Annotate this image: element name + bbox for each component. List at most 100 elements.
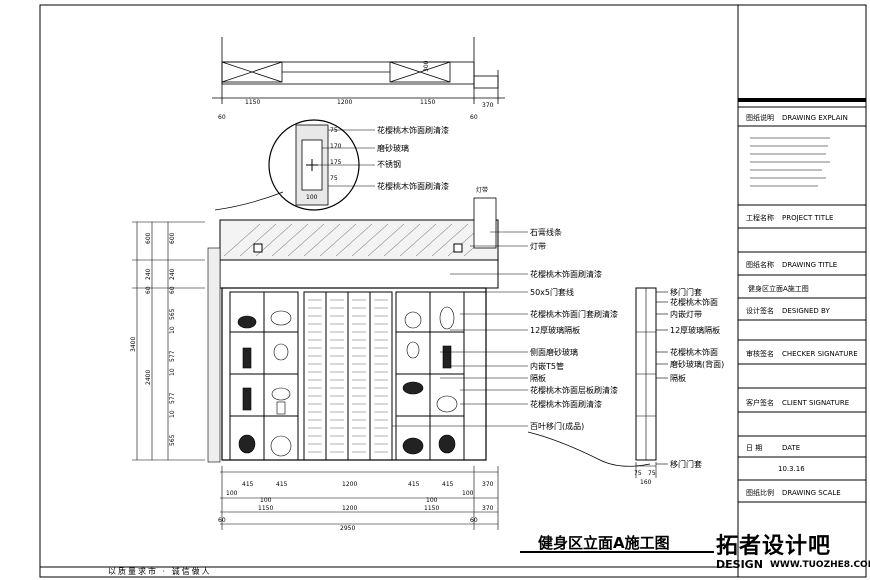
callout-label: 12厚玻璃隔板 [530,325,580,335]
detail-label: 磨砂玻璃 [377,143,409,153]
callout-label: 50x5门套线 [530,287,574,297]
detail-dim: 170 [330,143,342,150]
tb-checker-label: 审核签名 [746,349,774,358]
tb-explain-en: DRAWING EXPLAIN [782,114,848,122]
dim-label: 100 [226,490,238,497]
tb-drawing-title-value: 健身区立面A施工图 [748,284,809,293]
section-callout-label: 花樱桃木饰面 [670,347,718,357]
dim-label: 565 [169,434,176,446]
callout-label: 花樱桃木饰面门套刷清漆 [530,309,618,319]
detail-label: 花樱桃木饰面刷清漆 [377,125,449,135]
louver-slats [308,299,388,453]
outer-frame [39,4,867,578]
logo-main: 拓者设计吧 [716,534,832,559]
tb-designed-en: DESIGNED BY [782,307,830,315]
tb-project-en: PROJECT TITLE [782,214,833,222]
dim-label: 415 [276,481,288,488]
dim-label: 300 [423,60,430,72]
dim-label: 10 [169,410,176,418]
elevation-callouts: 石膏线条 灯带 花樱桃木饰面刷清漆 50x5门套线 花樱桃木饰面门套刷清漆 12… [476,186,618,431]
dim-label: 1150 [258,505,273,512]
dim-label: 600 [169,232,176,244]
section-leaders [656,291,668,465]
dim-label: 2400 [145,370,152,385]
dim-label: 577 [169,350,176,362]
drawing-title: 健身区立面A施工图 [538,534,670,552]
section-callout-label: 移门门套 [670,459,702,469]
main-elevation [207,197,499,463]
section-callout-label: 花樱桃木饰面 [670,297,718,307]
detail-label: 花樱桃木饰面刷清漆 [377,181,449,191]
tb-explain-text [750,137,830,187]
dim-label: 240 [145,268,152,280]
dim-label: 60 [470,517,478,524]
dim-label: 60 [218,114,226,121]
logo-sub2: WWW.TUOZHE8.COM [770,560,870,570]
title-block: 图纸说明 DRAWING EXPLAIN 工程名称 PROJECT TITLE … [738,98,866,503]
tb-explain-label: 图纸说明 [746,113,774,122]
section-callout-label: 隔板 [670,373,686,383]
section-callout-label: 内嵌灯带 [670,309,702,319]
callout-label: 花樱桃木饰面层板刷清漆 [530,385,618,395]
tb-designed-label: 设计签名 [746,306,774,315]
dim-label: 577 [169,392,176,404]
plan-view [212,37,505,104]
detail-label: 不锈钢 [377,159,401,169]
dim-label: 415 [242,481,254,488]
section-dim: 75 [648,470,656,477]
tb-drawing-title-en: DRAWING TITLE [782,261,837,269]
detail-labels: 花樱桃木饰面刷清漆 磨砂玻璃 不锈钢 花樱桃木饰面刷清漆 75 170 175 … [306,125,449,201]
callout-label: 灯带 [530,241,546,251]
tb-date-label: 日 期 [746,444,762,452]
dim-label: 60 [169,286,176,294]
dim-label: 415 [408,481,420,488]
dim-label: 370 [482,505,494,512]
tb-client-en: CLIENT SIGNATURE [782,399,849,407]
dim-label: 3400 [130,337,137,352]
detail-dim: 75 [330,175,338,182]
detail-dim: 100 [306,194,318,201]
plan-dims: 1150 1200 1150 370 60 60 300 [218,60,494,121]
elevation-left-dims: 600 600 240 240 60 60 10 10 10 565 577 5… [130,232,176,446]
section-callouts: 移门门套 花樱桃木饰面 内嵌灯带 12厚玻璃隔板 花樱桃木饰面 磨砂玻璃(背面)… [634,287,724,486]
elevation-dim-lines [132,221,499,530]
tb-date-value: 10.3.16 [778,465,805,473]
logo-sub1: DESIGN [716,558,763,571]
dim-label: 10 [169,326,176,334]
callout-label: 百叶移门(成品) [530,421,584,431]
tb-scale-en: DRAWING SCALE [782,489,841,497]
callout-label: 花樱桃木饰面刷清漆 [530,399,602,409]
callout-label: 内嵌T5管 [530,361,564,371]
dim-label: 60 [145,286,152,294]
dim-label: 1150 [245,99,260,106]
dim-label: 370 [482,481,494,488]
section-callout-label: 12厚玻璃隔板 [670,325,720,335]
dim-label: 2950 [340,525,355,532]
section-view [635,287,657,478]
dim-label: 415 [442,481,454,488]
tb-date-en: DATE [782,444,800,452]
tb-checker-en: CHECKER SIGNATURE [782,350,858,358]
section-callout-label: 磨砂玻璃(背面) [670,359,724,369]
elevation-bottom-dims: 415 415 1200 415 415 370 100 100 100 100… [218,481,494,532]
dim-label: 1150 [424,505,439,512]
tb-project-label: 工程名称 [746,213,774,222]
detail-circle [214,119,375,211]
tb-drawing-title-label: 图纸名称 [746,260,774,269]
callout-label: 石膏线条 [530,227,562,237]
dim-label: 600 [145,232,152,244]
tb-client-label: 客户签名 [746,398,774,407]
section-callout-label: 移门门套 [670,287,702,297]
dim-label: 1200 [342,505,357,512]
callout-label: 隔板 [530,373,546,383]
dim-label: 100 [462,490,474,497]
tb-scale-label: 图纸比例 [746,488,774,497]
dim-label: 10 [169,368,176,376]
callout-label: 侧面磨砂玻璃 [530,347,578,357]
callout-label: 花樱桃木饰面刷清漆 [530,269,602,279]
detail-dim: 75 [330,127,338,134]
section-dim: 160 [640,479,652,486]
dim-label: 1200 [342,481,357,488]
dim-label: 1150 [420,99,435,106]
